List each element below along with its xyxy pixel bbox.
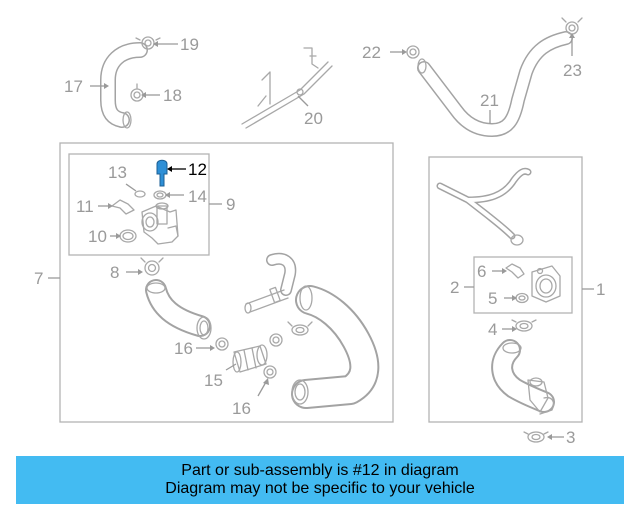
callout-10: 10 xyxy=(88,227,121,246)
hose-21[interactable] xyxy=(417,31,573,137)
label-12: 12 xyxy=(188,160,207,179)
clamp-8[interactable] xyxy=(140,257,164,276)
callout-4: 4 xyxy=(488,320,517,339)
connector-15[interactable] xyxy=(232,344,268,373)
label-21: 21 xyxy=(480,91,499,110)
group-box-2 xyxy=(473,256,573,314)
callout-16b: 16 xyxy=(232,378,269,418)
callout-9: 9 xyxy=(209,195,235,214)
label-5: 5 xyxy=(488,289,497,308)
group-box-7 xyxy=(59,142,394,423)
info-banner: Part or sub-assembly is #12 in diagram D… xyxy=(16,456,624,504)
callout-2: 2 xyxy=(450,278,474,297)
pipe-center[interactable] xyxy=(244,252,297,314)
clip-6[interactable] xyxy=(505,263,525,279)
clamp-18[interactable] xyxy=(130,83,144,102)
label-1: 1 xyxy=(596,280,605,299)
label-6: 6 xyxy=(477,262,486,281)
label-17: 17 xyxy=(64,77,83,96)
callout-13: 13 xyxy=(108,163,137,192)
part-12-highlighted[interactable] xyxy=(156,159,168,187)
hose-lower-left[interactable] xyxy=(145,279,212,340)
oring-5[interactable] xyxy=(515,292,529,304)
callout-18: 18 xyxy=(141,86,182,105)
outlet-housing[interactable] xyxy=(531,265,561,303)
oring-14[interactable] xyxy=(153,190,167,200)
callout-16a: 16 xyxy=(174,339,215,358)
label-13: 13 xyxy=(108,163,127,182)
callout-12: 12 xyxy=(167,160,207,179)
callout-3: 3 xyxy=(547,428,575,447)
callout-19: 19 xyxy=(153,35,199,54)
label-8: 8 xyxy=(110,263,119,282)
callout-22: 22 xyxy=(362,43,407,62)
callout-23: 23 xyxy=(563,33,582,80)
callout-15: 15 xyxy=(204,363,237,390)
clamp-16-lower[interactable] xyxy=(263,365,277,379)
callout-14: 14 xyxy=(165,187,207,206)
callout-5: 5 xyxy=(488,289,517,308)
label-14: 14 xyxy=(188,187,207,206)
clip-11[interactable] xyxy=(111,199,135,215)
washer-13[interactable] xyxy=(134,190,146,198)
bracket-20[interactable] xyxy=(241,47,333,129)
label-16a: 16 xyxy=(174,339,193,358)
callout-11: 11 xyxy=(76,197,113,216)
label-11: 11 xyxy=(76,197,94,216)
label-19: 19 xyxy=(180,35,199,54)
clamp-mid-right-2[interactable] xyxy=(287,321,313,336)
label-23: 23 xyxy=(563,61,582,80)
label-4: 4 xyxy=(488,320,497,339)
label-20: 20 xyxy=(304,109,323,128)
label-15: 15 xyxy=(204,371,223,390)
oring-10[interactable] xyxy=(119,229,137,243)
banner-line-2: Diagram may not be specific to your vehi… xyxy=(165,480,475,497)
thermostat-housing[interactable] xyxy=(141,202,179,245)
callout-17: 17 xyxy=(64,77,109,96)
hose-17[interactable] xyxy=(100,42,148,129)
callout-20: 20 xyxy=(297,95,323,128)
callout-21: 21 xyxy=(480,91,499,124)
clamp-mid-right[interactable] xyxy=(269,333,283,347)
clamp-22[interactable] xyxy=(406,45,420,59)
clamp-4[interactable] xyxy=(511,319,537,332)
label-16b: 16 xyxy=(232,399,251,418)
clamp-19[interactable] xyxy=(135,36,161,50)
hose-large[interactable] xyxy=(291,285,380,409)
label-10: 10 xyxy=(88,227,107,246)
hose-box-1[interactable] xyxy=(491,339,555,415)
label-18: 18 xyxy=(163,86,182,105)
label-22: 22 xyxy=(362,43,381,62)
pipe-box-1[interactable] xyxy=(436,167,532,246)
banner-line-1: Part or sub-assembly is #12 in diagram xyxy=(181,462,459,479)
label-7: 7 xyxy=(34,269,43,288)
callout-1: 1 xyxy=(582,280,605,299)
label-3: 3 xyxy=(566,428,575,447)
label-9: 9 xyxy=(226,195,235,214)
callout-7: 7 xyxy=(34,269,60,288)
clamp-3[interactable] xyxy=(523,431,549,443)
callout-6: 6 xyxy=(477,262,507,281)
label-2: 2 xyxy=(450,278,459,297)
clamp-16-upper[interactable] xyxy=(215,337,229,351)
callout-8: 8 xyxy=(110,263,143,282)
